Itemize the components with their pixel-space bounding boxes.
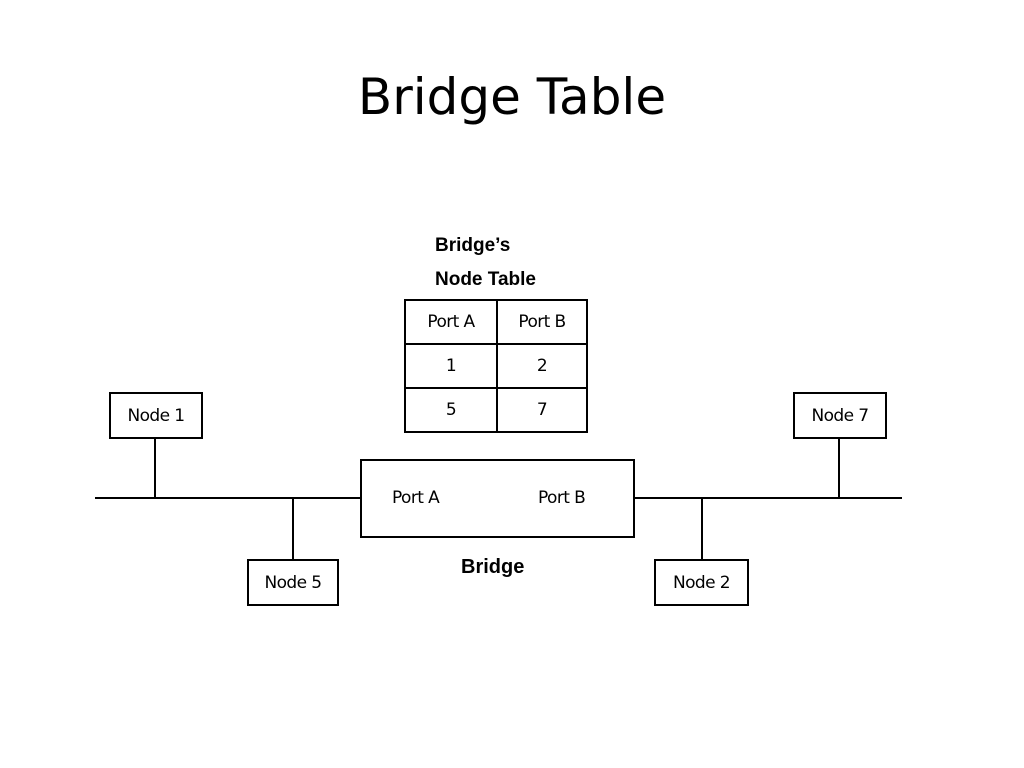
left-segment-line (95, 497, 367, 499)
table-row: 1 2 (404, 343, 588, 389)
node2-connector (701, 498, 703, 560)
table-cell: 7 (496, 387, 588, 433)
node-2-box: Node 2 (654, 559, 749, 606)
node5-connector (292, 498, 294, 560)
node-5-box: Node 5 (247, 559, 339, 606)
node7-connector (838, 437, 840, 498)
node-7-box: Node 7 (793, 392, 887, 439)
table-cell: 5 (404, 387, 498, 433)
table-cell: 2 (496, 343, 588, 389)
table-cell: 1 (404, 343, 498, 389)
node-table-caption: Bridge’s Node Table (435, 229, 536, 297)
port-a-label: Port A (387, 487, 445, 509)
right-segment-line (628, 497, 902, 499)
table-header-port-a: Port A (404, 299, 498, 345)
node-1-box: Node 1 (109, 392, 203, 439)
port-b-label: Port B (533, 487, 591, 509)
caption-line-2: Node Table (435, 269, 536, 290)
table-header-row: Port A Port B (404, 299, 588, 345)
table-row: 5 7 (404, 387, 588, 433)
table-header-port-b: Port B (496, 299, 588, 345)
bridge-label: Bridge (461, 556, 525, 578)
bridge-node-table: Port A Port B 1 2 5 7 (404, 299, 588, 433)
caption-line-1: Bridge’s (435, 235, 511, 256)
slide-title: Bridge Table (357, 68, 667, 126)
node1-connector (154, 437, 156, 498)
